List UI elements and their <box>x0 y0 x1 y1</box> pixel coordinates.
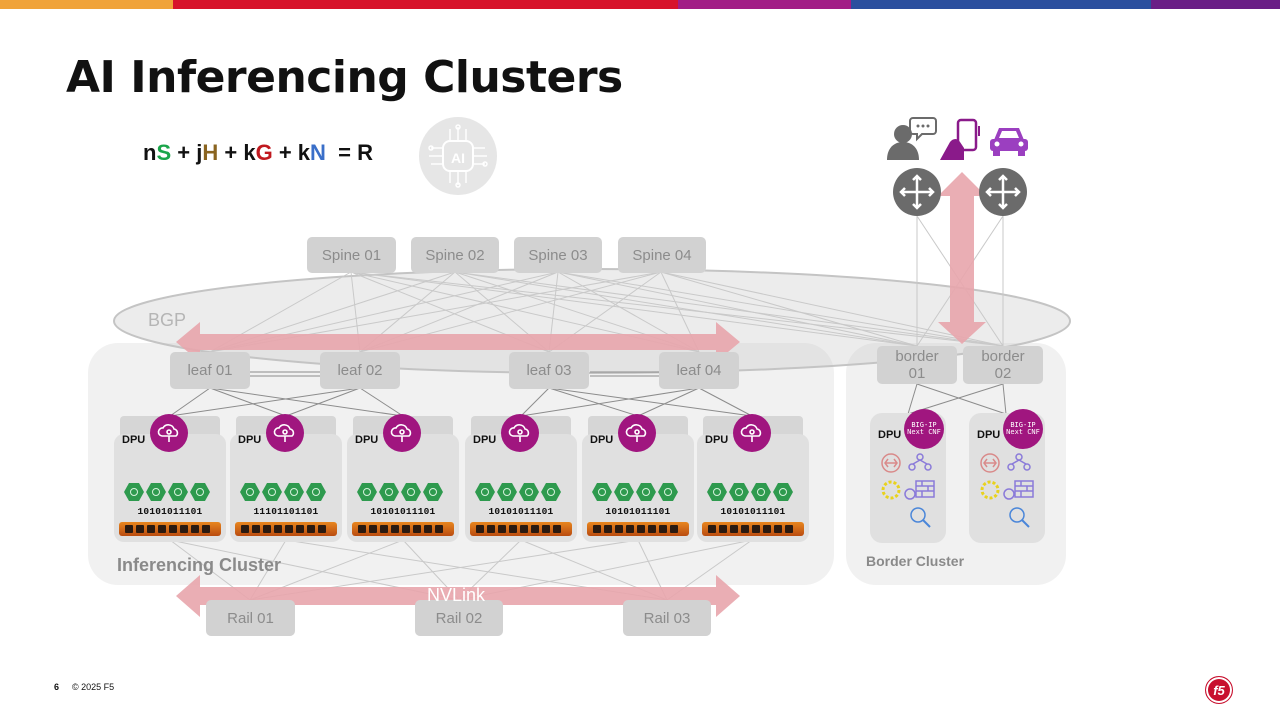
border-node: DPU BIG-IP Next CNF <box>870 409 946 543</box>
kubernetes-hex-icon <box>357 482 443 502</box>
copyright: © 2025 F5 <box>72 682 115 692</box>
leaf-03: leaf 03 <box>509 352 589 389</box>
big-ip-next-cnf-badge: BIG-IP Next CNF <box>904 409 944 449</box>
inference-node: DPU 10101011101 <box>114 414 226 542</box>
car-icon <box>988 122 1030 158</box>
nvlink-arrow <box>176 575 740 617</box>
accent-bar <box>0 0 1280 9</box>
big-ip-next-cnf-badge: BIG-IP Next CNF <box>1003 409 1043 449</box>
rail-02: Rail 02 <box>415 600 503 636</box>
cloud-network-icon <box>383 414 421 452</box>
inferencing-cluster-label: Inferencing Cluster <box>117 555 282 575</box>
cloud-network-icon <box>501 414 539 452</box>
ai-chip-icon: AI <box>419 117 497 195</box>
page-number: 6 <box>54 682 60 692</box>
inference-node: DPU 10101011101 <box>465 414 577 542</box>
security-service-icons <box>881 453 935 528</box>
spine-01: Spine 01 <box>307 237 396 273</box>
cloud-network-icon <box>618 414 656 452</box>
border-cluster-label: Border Cluster <box>866 553 965 569</box>
inference-node: DPU 10101011101 <box>347 414 459 542</box>
spine-04: Spine 04 <box>618 237 706 273</box>
nvlink-label: NVLink <box>427 585 486 605</box>
cloud-network-icon <box>733 414 771 452</box>
user-chat-icon <box>885 114 937 160</box>
spine-02: Spine 02 <box>411 237 499 273</box>
bgp-arrow <box>176 322 740 362</box>
cloud-network-icon <box>266 414 304 452</box>
kubernetes-hex-icon <box>475 482 561 502</box>
inference-node: DPU 11101101101 <box>230 414 342 542</box>
border-02: border 02 <box>963 346 1043 384</box>
rail-03: Rail 03 <box>623 600 711 636</box>
leaf-02: leaf 02 <box>320 352 400 389</box>
f5-logo-icon: f5 <box>1205 676 1233 704</box>
mobile-device-icon <box>940 118 984 162</box>
border-arrow <box>938 172 986 344</box>
router-icon <box>979 168 1027 216</box>
kubernetes-hex-icon <box>592 482 678 502</box>
kubernetes-hex-icon <box>124 482 210 502</box>
leaf-04: leaf 04 <box>659 352 739 389</box>
router-icon <box>893 168 941 216</box>
kubernetes-hex-icon <box>707 482 793 502</box>
rail-01: Rail 01 <box>206 600 295 636</box>
border-01: border 01 <box>877 346 957 384</box>
page-title: AI Inferencing Clusters <box>66 52 623 103</box>
kubernetes-hex-icon <box>240 482 326 502</box>
formula: nS + jH + kG + kN = R <box>143 140 373 165</box>
border-node: DPU BIG-IP Next CNF <box>969 409 1045 543</box>
bgp-label: BGP <box>148 310 187 330</box>
cloud-network-icon <box>150 414 188 452</box>
spine-03: Spine 03 <box>514 237 602 273</box>
inference-node: DPU 10101011101 <box>697 414 809 542</box>
leaf-01: leaf 01 <box>170 352 250 389</box>
inference-node: DPU 10101011101 <box>582 414 694 542</box>
security-service-icons <box>980 453 1034 528</box>
